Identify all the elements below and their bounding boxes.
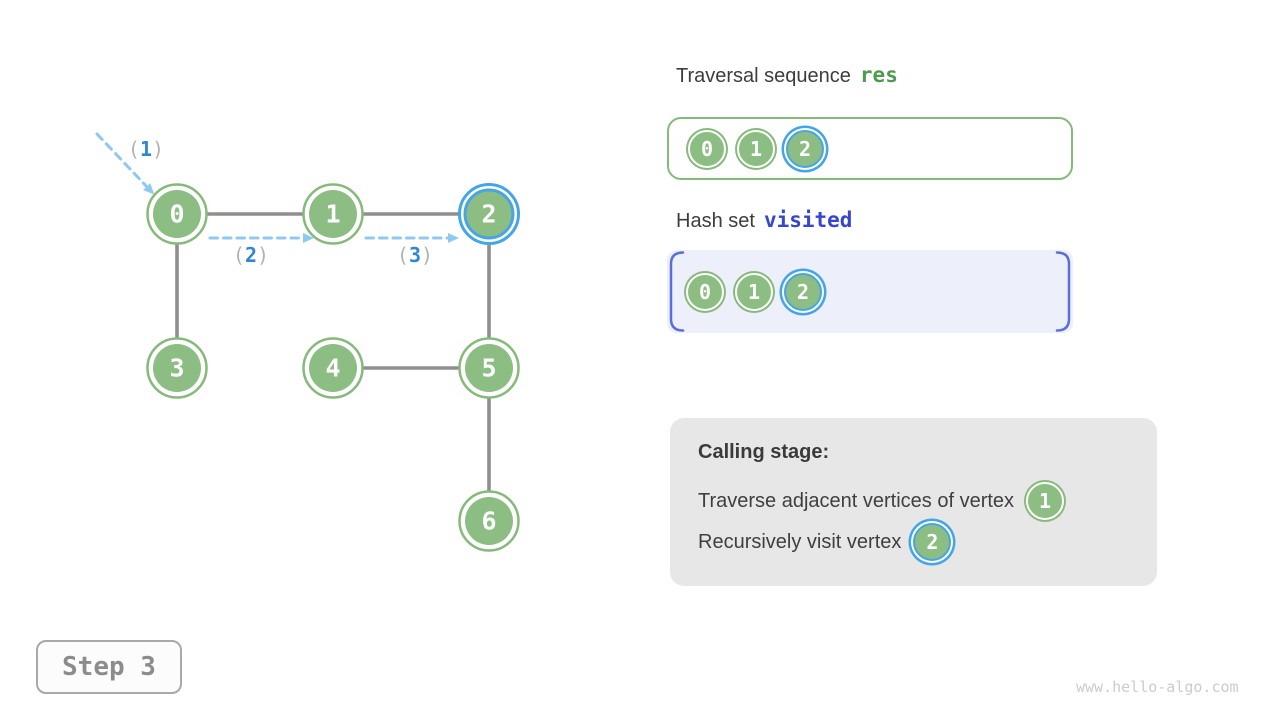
graph-node-0: 0: [146, 183, 208, 245]
res-variable-name: res: [859, 63, 898, 87]
graph-canvas: (1) (2) (3) 0 1 2 3 4 5 6: [95, 132, 520, 552]
res-title-text: Traversal sequence: [676, 65, 851, 87]
vertex-chip-2: 2: [786, 129, 824, 168]
graph-node-4: 4: [302, 337, 364, 399]
vertex-chip-0: 0: [688, 129, 726, 168]
calling-stage-line: Recursively visit vertex 2: [698, 523, 1129, 561]
graph-node-5: 5: [458, 337, 520, 399]
graph-node-1: 1: [302, 183, 364, 245]
vertex-chip-2: 2: [913, 523, 952, 561]
svg-text:5: 5: [481, 354, 496, 383]
calling-stage-line-text: Traverse adjacent vertices of vertex: [698, 489, 1015, 512]
calling-stage-line-text: Recursively visit vertex: [698, 530, 902, 553]
vertex-chip-1: 1: [1026, 482, 1065, 520]
calling-stage-box: Calling stage: Traverse adjacent vertice…: [670, 418, 1157, 586]
svg-text:4: 4: [325, 354, 340, 383]
step-badge: Step 3: [36, 640, 182, 694]
graph-node-3: 3: [146, 337, 208, 399]
arrow-step-label-2: (2): [233, 243, 269, 267]
graph-arrows: (1) (2) (3): [95, 132, 459, 267]
traversal-arrow-1: [95, 132, 155, 195]
graph-node-6: 6: [458, 490, 520, 552]
calling-stage-title: Calling stage:: [698, 441, 830, 463]
svg-text:1: 1: [325, 200, 340, 229]
svg-text:0: 0: [169, 200, 184, 229]
graph-nodes: 0 1 2 3 4 5 6: [146, 183, 520, 552]
set-brace-right: [1055, 251, 1071, 332]
vertex-chip-0: 0: [686, 272, 724, 311]
svg-text:3: 3: [169, 354, 184, 383]
arrow-step-label-1: (1): [128, 137, 164, 161]
arrow-step-label-3: (3): [397, 243, 433, 267]
graph-node-2: 2: [458, 183, 520, 245]
visited-variable-name: visited: [763, 208, 853, 232]
svg-text:6: 6: [481, 507, 496, 536]
calling-stage-line: Traverse adjacent vertices of vertex 1: [698, 482, 1129, 520]
svg-text:2: 2: [481, 200, 496, 229]
watermark: www.hello-algo.com: [1076, 678, 1239, 696]
vertex-chip-1: 1: [735, 272, 773, 311]
visited-title-text: Hash set: [676, 210, 755, 232]
set-brace-left: [669, 251, 685, 332]
vertex-chip-2: 2: [784, 272, 822, 311]
res-panel-title: Traversal sequence res: [676, 63, 898, 88]
vertex-chip-1: 1: [737, 129, 775, 168]
visited-panel-title: Hash set visited: [676, 208, 852, 233]
